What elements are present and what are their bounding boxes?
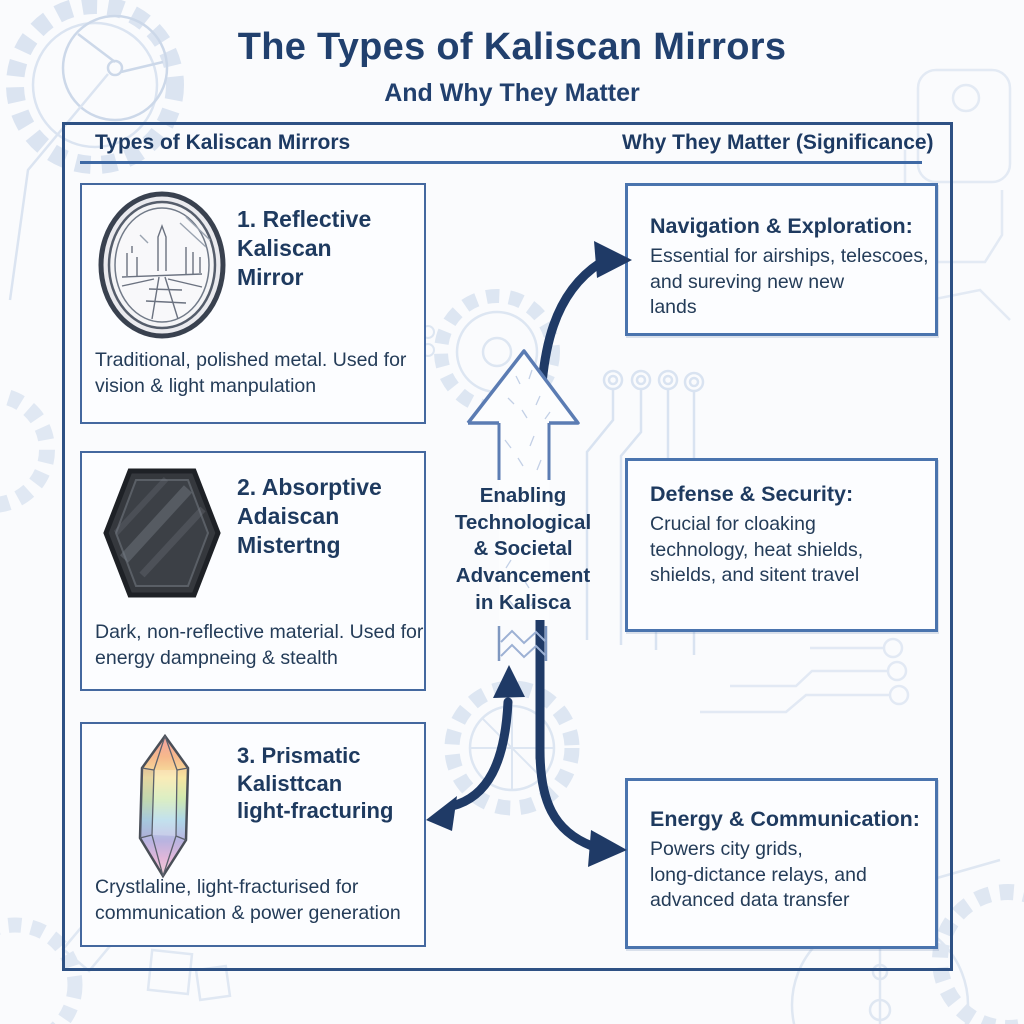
type-box-reflective: 1. Reflective Kaliscan Mirror Traditiona…	[80, 183, 426, 424]
reflective-oval-mirror-icon	[96, 191, 228, 343]
sig-box-navigation: Navigation & Exploration: Essential for …	[625, 183, 938, 336]
dark-hexagon-mirror-icon	[102, 461, 222, 603]
sig-heading: Energy & Communication:	[650, 807, 920, 831]
prismatic-crystal-icon	[130, 730, 200, 882]
type-box-absorptive: 2. Absorptive Adaiscan Mistertng Dark, n…	[80, 451, 426, 691]
type-heading: 1. Reflective Kaliscan Mirror	[237, 206, 372, 290]
column-header-significance: Why They Matter (Significance)	[622, 131, 934, 154]
header-divider	[80, 161, 922, 164]
page-title: The Types of Kaliscan Mirrors	[237, 26, 787, 68]
comparison-table-frame	[62, 122, 953, 971]
type-description: Crystlaline, light-fracturised for commu…	[95, 876, 401, 925]
type-heading: 2. Absorptive Adaiscan Mistertng	[237, 474, 382, 558]
page-subtitle: And Why They Matter	[384, 79, 640, 107]
sig-box-energy: Energy & Communication: Powers city grid…	[625, 778, 938, 949]
type-heading: 3. Prismatic Kalisttcan light-fracturing	[237, 743, 394, 823]
sig-box-defense: Defense & Security: Crucial for cloaking…	[625, 458, 938, 632]
type-box-prismatic: 3. Prismatic Kalisttcan light-fracturing…	[80, 722, 426, 947]
type-description: Dark, non-reflective material. Used for …	[95, 621, 424, 670]
sig-description: Powers city grids, long-dictance relays,…	[650, 838, 867, 912]
central-flow-label: Enabling Technological & Societal Advanc…	[454, 484, 592, 614]
gear-sketch-left-edge	[0, 387, 55, 513]
sig-description: Crucial for cloaking technology, heat sh…	[650, 513, 864, 587]
type-description: Traditional, polished metal. Used for vi…	[95, 349, 407, 398]
column-header-types: Types of Kaliscan Mirrors	[95, 131, 351, 154]
sig-description: Essential for airships, telescoes, and s…	[650, 245, 929, 319]
sig-heading: Defense & Security:	[650, 482, 854, 506]
sig-heading: Navigation & Exploration:	[650, 214, 913, 238]
